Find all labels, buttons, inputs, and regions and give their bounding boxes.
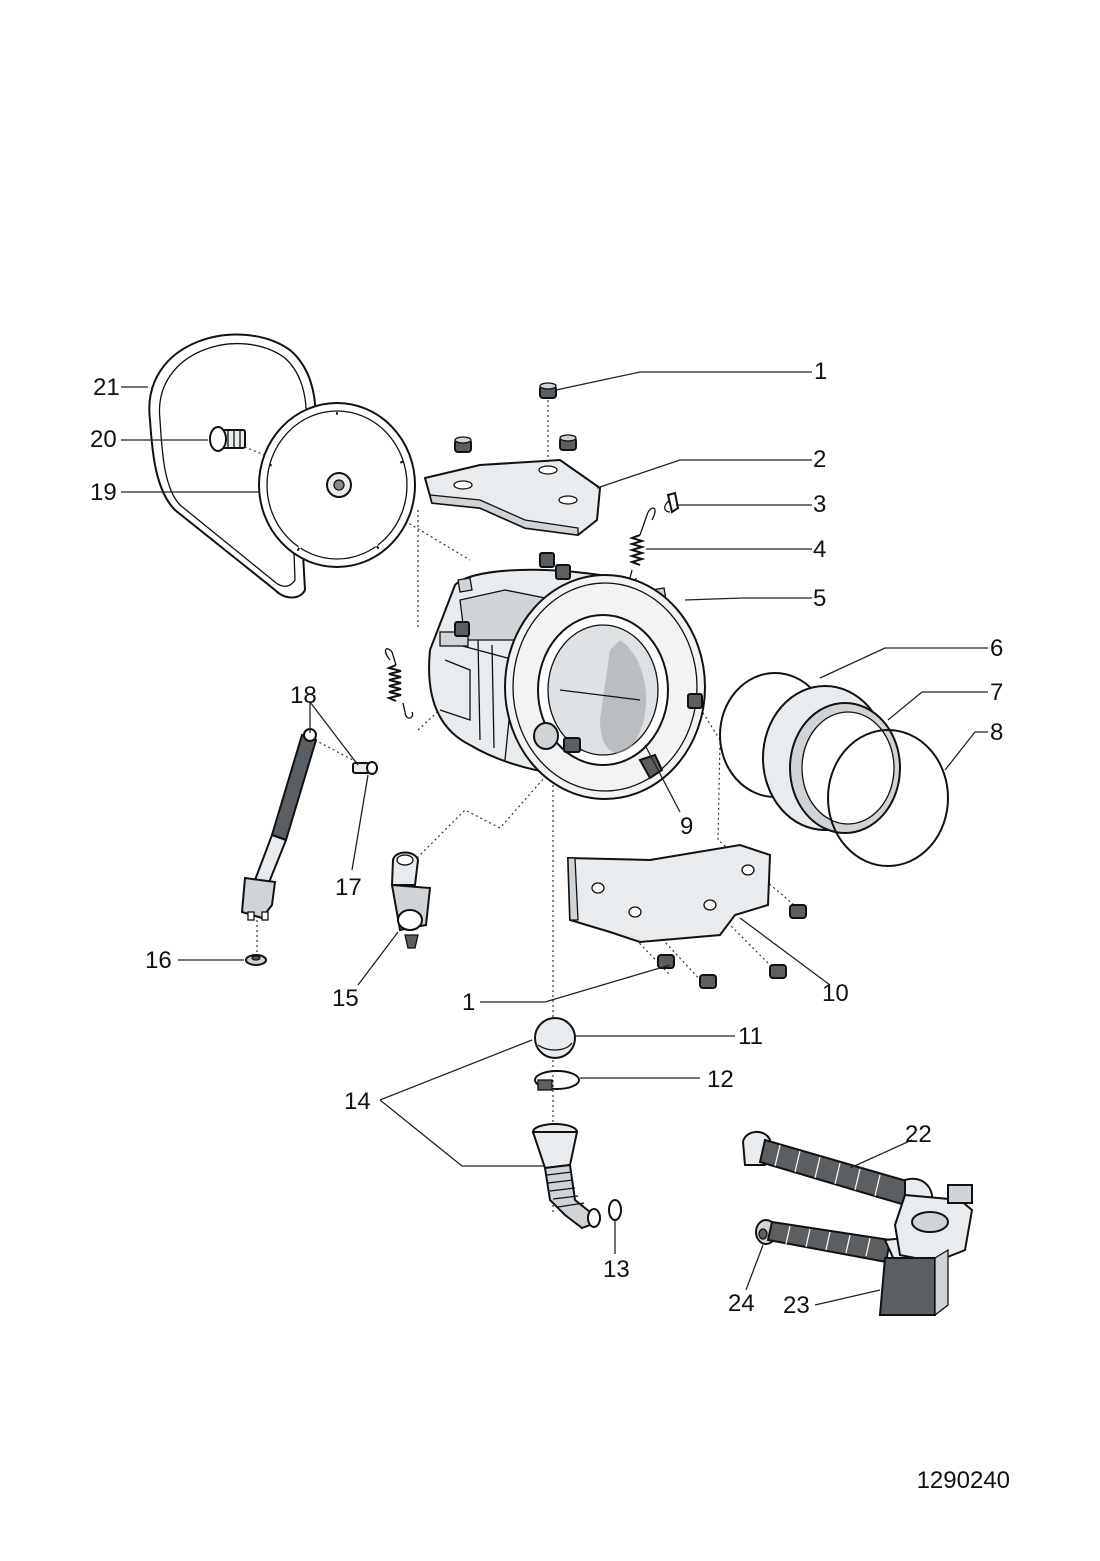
shock-pin [352, 761, 378, 775]
pulley-bolt [209, 426, 246, 452]
tub-spring-top [628, 507, 656, 584]
callout-15: 15 [332, 985, 359, 1012]
callout-23: 23 [783, 1292, 810, 1319]
callout-1-bottom: 1 [462, 989, 475, 1016]
callout-1-top: 1 [814, 358, 827, 385]
callout-3: 3 [813, 491, 826, 518]
callout-24: 24 [728, 1290, 755, 1317]
drain-ball-valve [534, 1017, 576, 1059]
callout-18: 18 [290, 682, 317, 709]
callout-21: 21 [93, 374, 120, 401]
shock-mount-bushing [245, 954, 267, 966]
bumper-top-2 [454, 436, 472, 453]
callout-2: 2 [813, 446, 826, 473]
callout-8: 8 [990, 719, 1003, 746]
callout-17: 17 [335, 874, 362, 901]
callout-12: 12 [707, 1066, 734, 1093]
callout-numbers: 1 2 3 4 5 6 7 8 9 10 1 11 12 14 13 22 24… [90, 358, 1003, 1319]
upper-counterweight [423, 458, 602, 537]
bumper-bottom-1 [657, 954, 675, 969]
washing-tub [428, 552, 706, 800]
document-number: 1290240 [917, 1467, 1010, 1494]
hose-clip [608, 1199, 622, 1221]
drain-pump [766, 1184, 974, 1317]
dispenser-bellows [390, 851, 432, 949]
drum-pulley [258, 402, 416, 568]
callout-20: 20 [90, 426, 117, 453]
bumper-top-3 [559, 434, 577, 451]
callout-9: 9 [680, 813, 693, 840]
callout-4: 4 [813, 536, 826, 563]
bumper-bottom-2 [699, 974, 717, 989]
callout-22: 22 [905, 1121, 932, 1148]
callout-6: 6 [990, 635, 1003, 662]
bumper-top-1 [539, 382, 557, 399]
seal-clamp-ring [827, 729, 949, 867]
spring-hook [664, 491, 680, 514]
bumper-bottom-4 [789, 904, 807, 919]
shock-absorber [240, 728, 318, 921]
leader-lines [121, 371, 988, 1306]
callout-13: 13 [603, 1256, 630, 1283]
tub-spring-left [384, 648, 414, 719]
callout-5: 5 [813, 585, 826, 612]
callout-14: 14 [344, 1088, 371, 1115]
callout-10: 10 [822, 980, 849, 1007]
callout-7: 7 [990, 679, 1003, 706]
callout-16: 16 [145, 947, 172, 974]
callout-19: 19 [90, 479, 117, 506]
callout-11: 11 [738, 1023, 763, 1050]
sump-hose [531, 1123, 601, 1230]
lower-counterweight [566, 843, 772, 944]
bumper-bottom-3 [769, 964, 787, 979]
hose-clamp [534, 1070, 580, 1091]
door-seal-gasket [762, 685, 901, 834]
